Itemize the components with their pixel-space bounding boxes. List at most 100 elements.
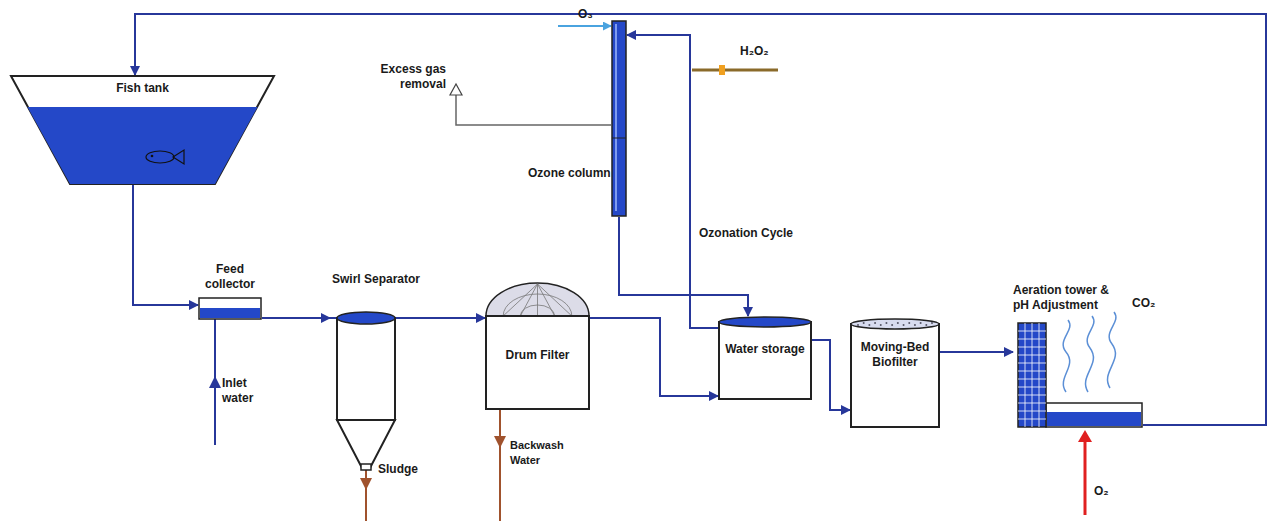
node-label: Swirl Separator xyxy=(332,272,420,287)
drum-filter-shape-part xyxy=(520,284,537,316)
swirl-separator-shape-part xyxy=(395,317,430,319)
node-label: Aeration tower & pH Adjustment xyxy=(1013,283,1125,313)
sludge-pipe-part xyxy=(360,478,372,490)
node-label: Ozone column xyxy=(528,166,610,181)
flow-pipe xyxy=(590,318,718,396)
inlet-water-pipe xyxy=(209,319,221,445)
flow-pipe xyxy=(133,185,198,305)
swirl-separator-shape-part xyxy=(337,420,395,468)
aeration-tower: Aeration tower & pH Adjustment xyxy=(1013,283,1143,428)
node-label: Drum Filter xyxy=(489,348,586,363)
feed-collector: Feed collector xyxy=(198,262,262,320)
oxygen-inlet-part xyxy=(1084,440,1087,515)
ozone-column-shape-part xyxy=(612,138,626,139)
flow-pipe xyxy=(812,340,850,410)
biofilter-shape-part xyxy=(857,324,859,326)
biofilter-shape-part xyxy=(863,322,865,324)
annotation-label: H₂O₂ xyxy=(740,44,769,59)
drum-filter-shape-part xyxy=(486,283,589,316)
backwash-pipe-part xyxy=(494,436,506,448)
flow-pipe xyxy=(430,317,485,319)
edge-label: Ozonation Cycle xyxy=(697,226,795,241)
flow-pipe xyxy=(135,14,1266,425)
drum-filter-shape-part xyxy=(503,294,572,316)
drum-filter-shape-part xyxy=(520,305,554,316)
inlet-water-pipe-part xyxy=(209,376,221,388)
drum-filter-shape-part xyxy=(486,316,589,409)
swirl-separator-shape xyxy=(330,272,430,480)
drum-filter-shape-part xyxy=(537,284,538,316)
annotation-label: Backwash Water xyxy=(510,438,574,468)
biofilter-shape-part xyxy=(931,322,933,324)
biofilter-shape-part xyxy=(851,319,939,329)
swirl-separator-shape-part xyxy=(361,464,371,470)
ozone-inlet-part xyxy=(558,25,611,27)
oxygen-inlet-part xyxy=(1078,430,1092,442)
node-label: Moving-Bed Biofilter xyxy=(856,340,934,370)
swirl-separator: Swirl Separator xyxy=(330,272,430,480)
oxygen-inlet xyxy=(1078,430,1092,515)
flow-pipe xyxy=(940,351,1013,353)
peroxide-line-part xyxy=(692,69,778,72)
biofilter-shape-part xyxy=(925,324,927,326)
fish-tank-shape-part xyxy=(173,150,184,164)
annotation-label: O₂ xyxy=(1094,484,1109,499)
biofilter-shape-part xyxy=(903,324,905,326)
ozone-inlet xyxy=(558,26,611,27)
drum-filter-shape xyxy=(485,282,590,410)
aeration-tower-shape-part xyxy=(1018,323,1046,427)
excess-gas-line-part xyxy=(450,84,462,95)
co2-release-part xyxy=(1085,316,1093,392)
peroxide-line xyxy=(692,65,778,75)
drum-filter-shape-part xyxy=(538,284,555,316)
biofilter-shape-part xyxy=(920,322,922,324)
aeration-tower-shape-part xyxy=(1032,323,1033,427)
aeration-tower-shape-part xyxy=(1025,323,1026,427)
co2-release-part xyxy=(1107,312,1115,388)
biofilter-shape-part xyxy=(914,324,916,326)
drum-filter-shape-part xyxy=(538,284,572,316)
fish-tank-shape-part xyxy=(151,155,154,158)
swirl-separator-shape-part xyxy=(337,318,395,420)
node-label: Water storage xyxy=(724,342,806,357)
annotation-label: O₃ xyxy=(578,7,593,22)
flow-pipe xyxy=(627,35,718,328)
aeration-tower-shape-part xyxy=(1046,403,1142,427)
biofilter-shape-part xyxy=(868,324,870,326)
aeration-tower-shape-part xyxy=(1047,412,1141,426)
annotation-label: Inlet water xyxy=(222,376,268,406)
biofilter-shape-part xyxy=(885,322,887,324)
ozone-column-shape-part xyxy=(615,24,617,211)
annotation-label: Sludge xyxy=(378,462,418,477)
biofilter-shape-part xyxy=(908,322,910,324)
backwash-pipe-part xyxy=(499,410,501,521)
feed-collector-shape-part xyxy=(199,298,261,319)
swirl-separator-shape-part xyxy=(337,312,395,324)
co2-release-part xyxy=(1063,320,1070,392)
excess-gas-line-part xyxy=(456,95,611,125)
biofilter-shape-part xyxy=(874,322,876,324)
sludge-pipe xyxy=(360,470,372,521)
water-storage-shape-part xyxy=(719,317,811,327)
drum-filter: Drum Filter xyxy=(485,282,590,410)
annotation-label: CO₂ xyxy=(1132,296,1155,311)
biofilter: Moving-Bed Biofilter xyxy=(850,318,940,428)
flow-pipe xyxy=(262,317,330,319)
fish-tank: Fish tank xyxy=(10,75,275,185)
biofilter-shape-part xyxy=(851,324,939,427)
swirl-separator-shape-part xyxy=(330,317,337,319)
biofilter-shape-part xyxy=(891,324,893,326)
fish-tank-shape-part xyxy=(11,76,274,184)
peroxide-line-part xyxy=(719,65,725,75)
water-storage: Water storage xyxy=(718,316,812,400)
feed-collector-shape-part xyxy=(200,308,260,318)
ozone-column-shape xyxy=(528,20,627,217)
biofilter-shape-part xyxy=(880,324,882,326)
ozone-column-shape-part xyxy=(612,21,626,216)
fish-tank-shape-part xyxy=(27,107,257,184)
excess-gas-line xyxy=(450,84,611,125)
biofilter-shape-part xyxy=(897,322,899,324)
